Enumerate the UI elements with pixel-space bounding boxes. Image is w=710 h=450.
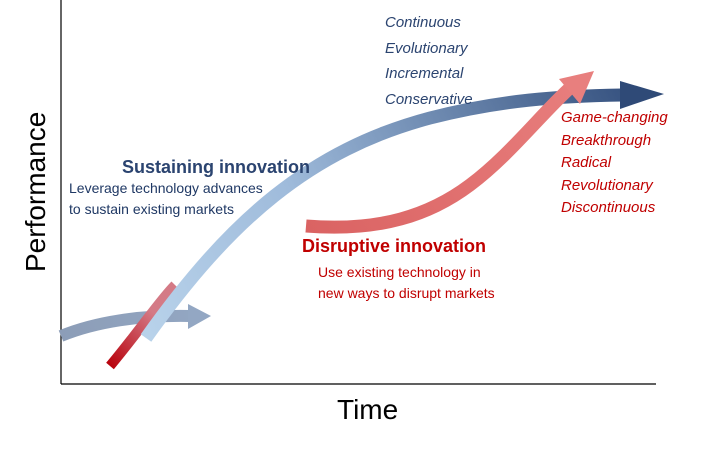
disruptive-attributes-list: Game-changing Breakthrough Radical Revol… [561, 107, 668, 220]
sustaining-title: Sustaining innovation [122, 157, 310, 177]
disruptive-title: Disruptive innovation [302, 236, 487, 256]
sustaining-description: Leverage technology advances to sustain … [69, 178, 263, 220]
sustaining-arrow-head [620, 81, 664, 109]
disruptive-arrow-head [559, 71, 594, 104]
sustaining-description-line: to sustain existing markets [69, 201, 234, 217]
disruptive-description-line: Use existing technology in [318, 264, 481, 280]
disruptive-attribute: Discontinuous [561, 199, 656, 216]
disruptive-attribute: Breakthrough [561, 131, 652, 149]
disruptive-curve-upper [305, 81, 577, 234]
x-axis-label: Time [337, 394, 399, 425]
early-innovation-arrow-body [58, 309, 191, 342]
early-innovation-arrow-head [188, 304, 211, 329]
sustaining-attributes-list: Continuous Evolutionary Incremental Cons… [385, 10, 473, 113]
sustaining-attribute: Evolutionary [385, 39, 468, 57]
sustaining-attribute: Continuous [385, 14, 461, 31]
disruptive-attribute: Radical [561, 154, 612, 171]
disruptive-attribute: Revolutionary [561, 176, 653, 194]
disruptive-description-line: new ways to disrupt markets [318, 285, 495, 301]
sustaining-attribute: Incremental [385, 65, 464, 83]
sustaining-attribute: Conservative [385, 91, 473, 109]
y-axis-label: Performance [20, 111, 51, 272]
sustaining-description-line: Leverage technology advances [69, 180, 263, 196]
disruptive-attribute: Game-changing [561, 109, 668, 126]
disruptive-curve-lower [106, 281, 179, 370]
disruptive-description: Use existing technology in new ways to d… [318, 262, 495, 304]
